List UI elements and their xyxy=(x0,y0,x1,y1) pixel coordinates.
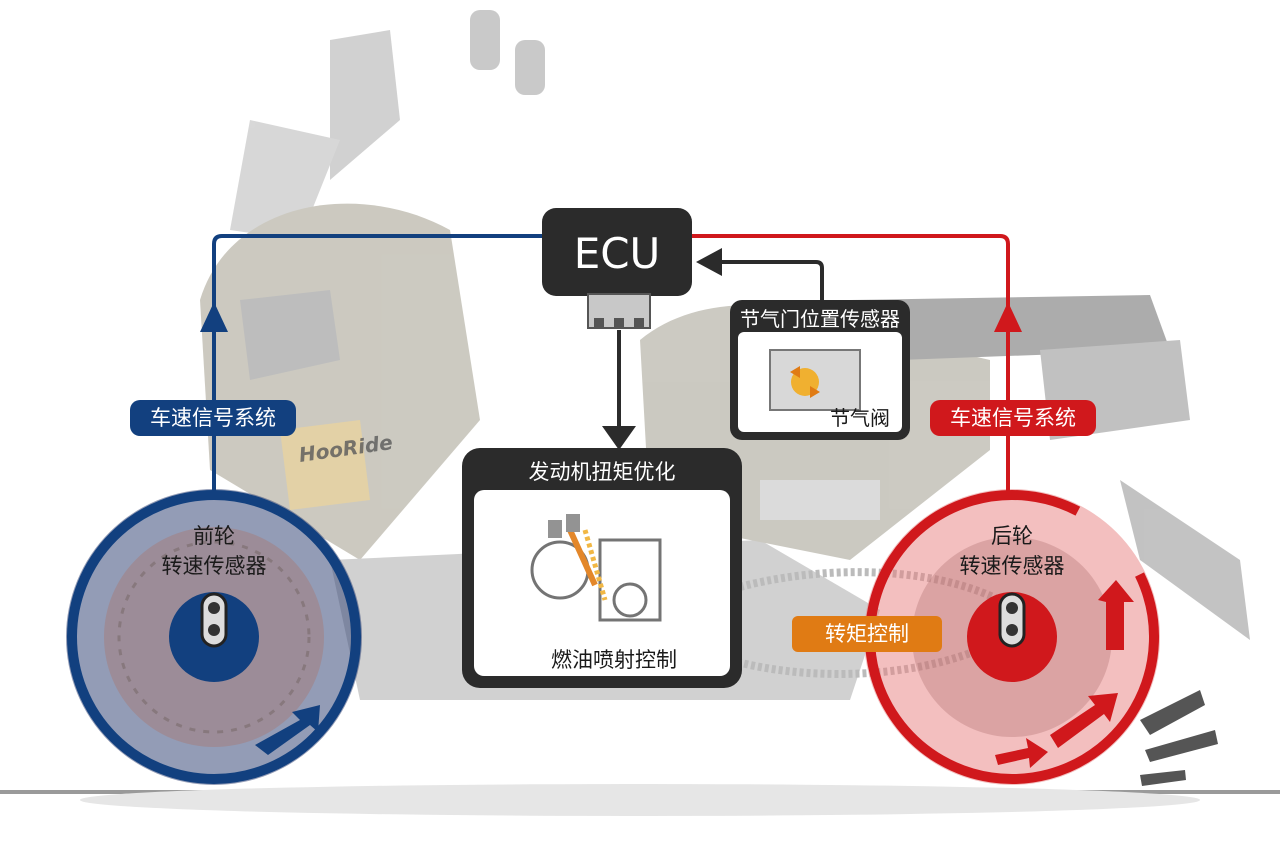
front-sensor-label-1: 前轮 xyxy=(134,522,294,550)
rear-sensor-label-2: 转速传感器 xyxy=(932,552,1092,580)
rear-sensor-icon xyxy=(1000,594,1024,646)
throttle-valve-label: 节气阀 xyxy=(820,404,900,432)
front-signal-pill: 车速信号系统 xyxy=(130,400,296,436)
rear-sensor-label-1: 后轮 xyxy=(932,522,1092,550)
front-sensor-icon xyxy=(202,594,226,646)
front-sensor-label-2: 转速传感器 xyxy=(134,552,294,580)
throttle-to-ecu-arrow xyxy=(718,262,822,302)
ground-shadow xyxy=(80,784,1200,816)
throttle-sensor-title: 节气门位置传感器 xyxy=(730,303,910,332)
torque-control-pill: 转矩控制 xyxy=(792,616,942,652)
ecu-label: ECU xyxy=(574,229,661,278)
throttle-to-ecu-arrowhead xyxy=(696,248,722,276)
rear-signal-pill: 车速信号系统 xyxy=(930,400,1096,436)
fuel-injection-label: 燃油喷射控制 xyxy=(504,646,724,674)
engine-torque-title: 发动机扭矩优化 xyxy=(462,456,742,486)
ecu-to-engine-arrowhead xyxy=(602,426,636,450)
